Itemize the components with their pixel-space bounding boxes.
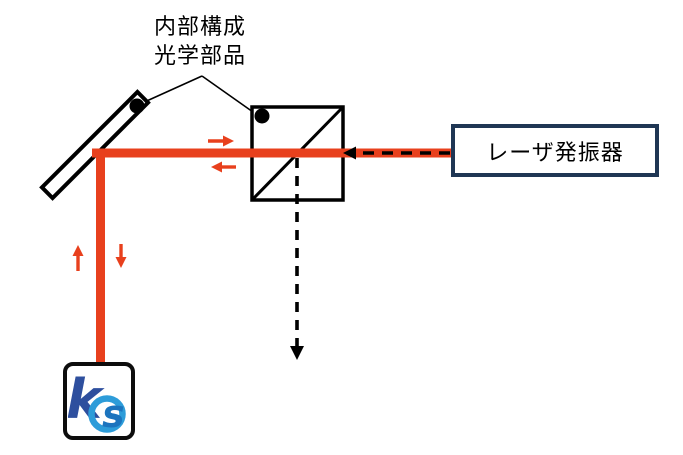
internal-components-label-line2: 光学部品 — [153, 43, 246, 68]
beam-direction-arrow-up — [72, 245, 84, 271]
laser-oscillator-box: レーザ発振器 — [451, 124, 659, 177]
pointer-line-to-beamsplitter — [201, 75, 254, 113]
incoming-beam-dashed-arrow — [343, 146, 450, 160]
ks-logo-box: k s — [63, 362, 135, 440]
internal-components-label-line1: 内部構成 — [153, 14, 246, 39]
logo-circle — [88, 395, 126, 433]
laser-oscillator-label: レーザ発振器 — [486, 139, 624, 165]
beam-direction-arrow-down — [115, 244, 127, 268]
mirror-marker-dot — [129, 98, 145, 114]
ks-logo: k s — [68, 368, 126, 435]
beam-direction-arrow-right — [208, 135, 234, 147]
pointer-line-to-mirror — [139, 75, 203, 105]
beamsplitter-marker-dot — [254, 108, 270, 124]
beam-direction-arrow-left — [211, 161, 236, 173]
transmitted-beam-dashed-arrow — [290, 158, 304, 360]
internal-components-label: 内部構成 光学部品 — [130, 12, 270, 70]
logo-letter-s: s — [102, 392, 125, 435]
